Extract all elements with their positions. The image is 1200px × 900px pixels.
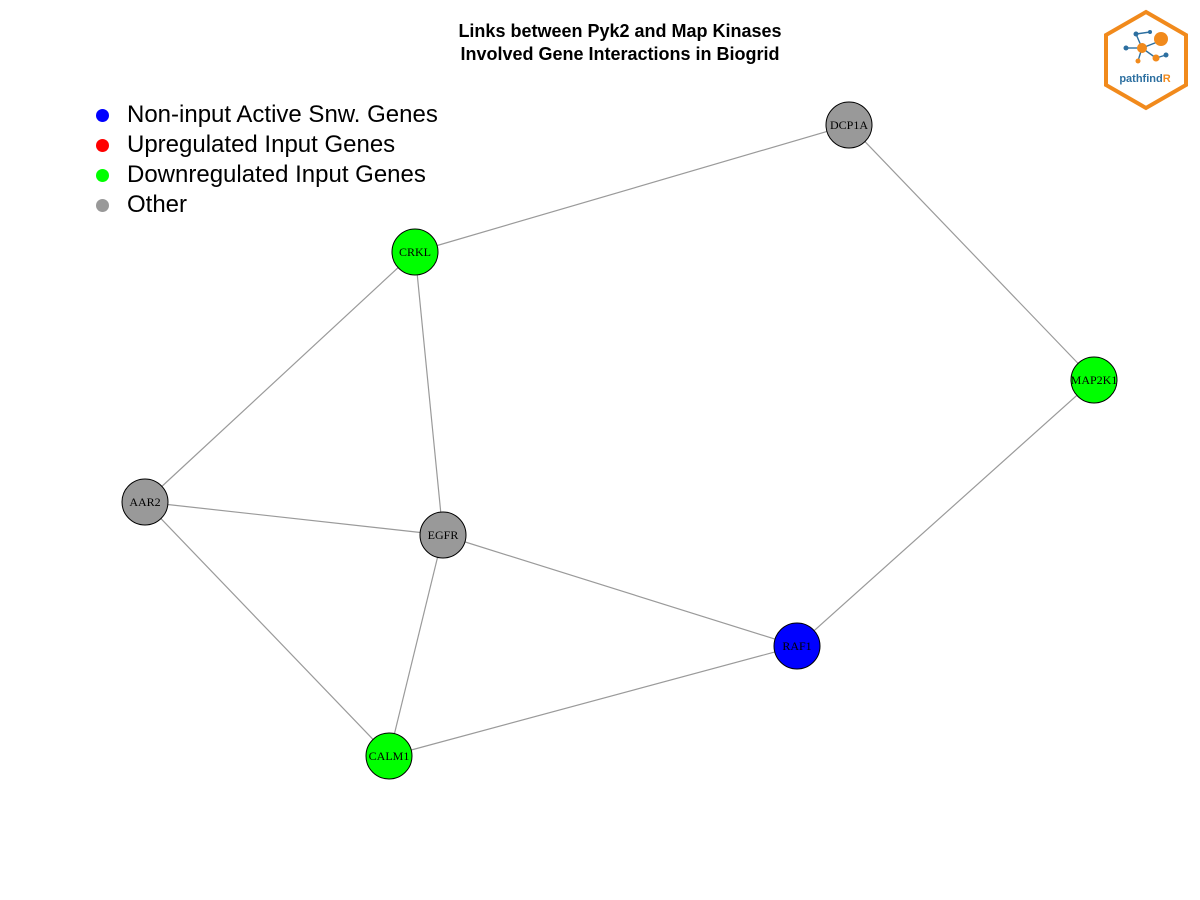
svg-text:pathfindR: pathfindR xyxy=(1119,73,1170,85)
pathfindr-logo: pathfindR xyxy=(1104,9,1188,111)
legend-item-non-input-active: Non-input Active Snw. Genes xyxy=(96,100,438,130)
node-circle xyxy=(121,478,169,526)
edge-aar2-egfr xyxy=(144,501,444,536)
node-label: EGFR xyxy=(428,528,459,542)
node-circle xyxy=(391,228,439,276)
node-label: DCP1A xyxy=(830,118,868,132)
node-label: CRKL xyxy=(399,245,431,259)
node-aar2: AAR2 xyxy=(121,478,169,526)
node-calm1: CALM1 xyxy=(365,732,413,780)
legend-label: Other xyxy=(127,191,188,218)
edge-raf1-calm1 xyxy=(388,645,798,757)
legend: Non-input Active Snw. Genes Upregulated … xyxy=(96,100,438,220)
node-circle xyxy=(419,511,467,559)
node-crkl: CRKL xyxy=(391,228,439,276)
node-circle xyxy=(825,101,873,149)
legend-label: Non-input Active Snw. Genes xyxy=(127,101,438,128)
legend-item-upregulated: Upregulated Input Genes xyxy=(96,130,438,160)
legend-label: Upregulated Input Genes xyxy=(127,131,396,158)
legend-dot-green xyxy=(96,168,109,182)
legend-dot-red xyxy=(96,138,109,152)
node-label: AAR2 xyxy=(129,495,160,509)
edge-layer xyxy=(144,124,1095,757)
figure-title-line-2: Involved Gene Interactions in Biogrid xyxy=(460,44,780,64)
edge-egfr-calm1 xyxy=(388,534,444,757)
edge-dcp1a-crkl xyxy=(414,124,850,253)
edge-dcp1a-map2k1 xyxy=(848,124,1095,381)
legend-dot-grey xyxy=(96,198,109,212)
node-label: RAF1 xyxy=(782,639,811,653)
figure-title-line-1: Links between Pyk2 and Map Kinases xyxy=(458,21,782,41)
node-egfr: EGFR xyxy=(419,511,467,559)
legend-item-downregulated: Downregulated Input Genes xyxy=(96,160,438,190)
legend-label: Downregulated Input Genes xyxy=(127,161,426,188)
legend-dot-blue xyxy=(96,108,109,122)
edge-egfr-raf1 xyxy=(442,534,798,647)
node-dcp1a: DCP1A xyxy=(825,101,873,149)
node-circle xyxy=(773,622,821,670)
logo-text-main: pathfind xyxy=(1119,73,1162,85)
legend-item-other: Other xyxy=(96,190,438,220)
node-map2k1: MAP2K1 xyxy=(1070,356,1118,404)
node-circle xyxy=(365,732,413,780)
logo-text-r: R xyxy=(1163,73,1171,85)
edge-crkl-egfr xyxy=(414,251,444,536)
node-label: CALM1 xyxy=(369,749,410,763)
edge-aar2-calm1 xyxy=(144,501,390,757)
edge-crkl-aar2 xyxy=(144,251,416,503)
node-raf1: RAF1 xyxy=(773,622,821,670)
node-label: MAP2K1 xyxy=(1071,373,1118,387)
edge-map2k1-raf1 xyxy=(796,379,1095,647)
node-circle xyxy=(1070,356,1118,404)
